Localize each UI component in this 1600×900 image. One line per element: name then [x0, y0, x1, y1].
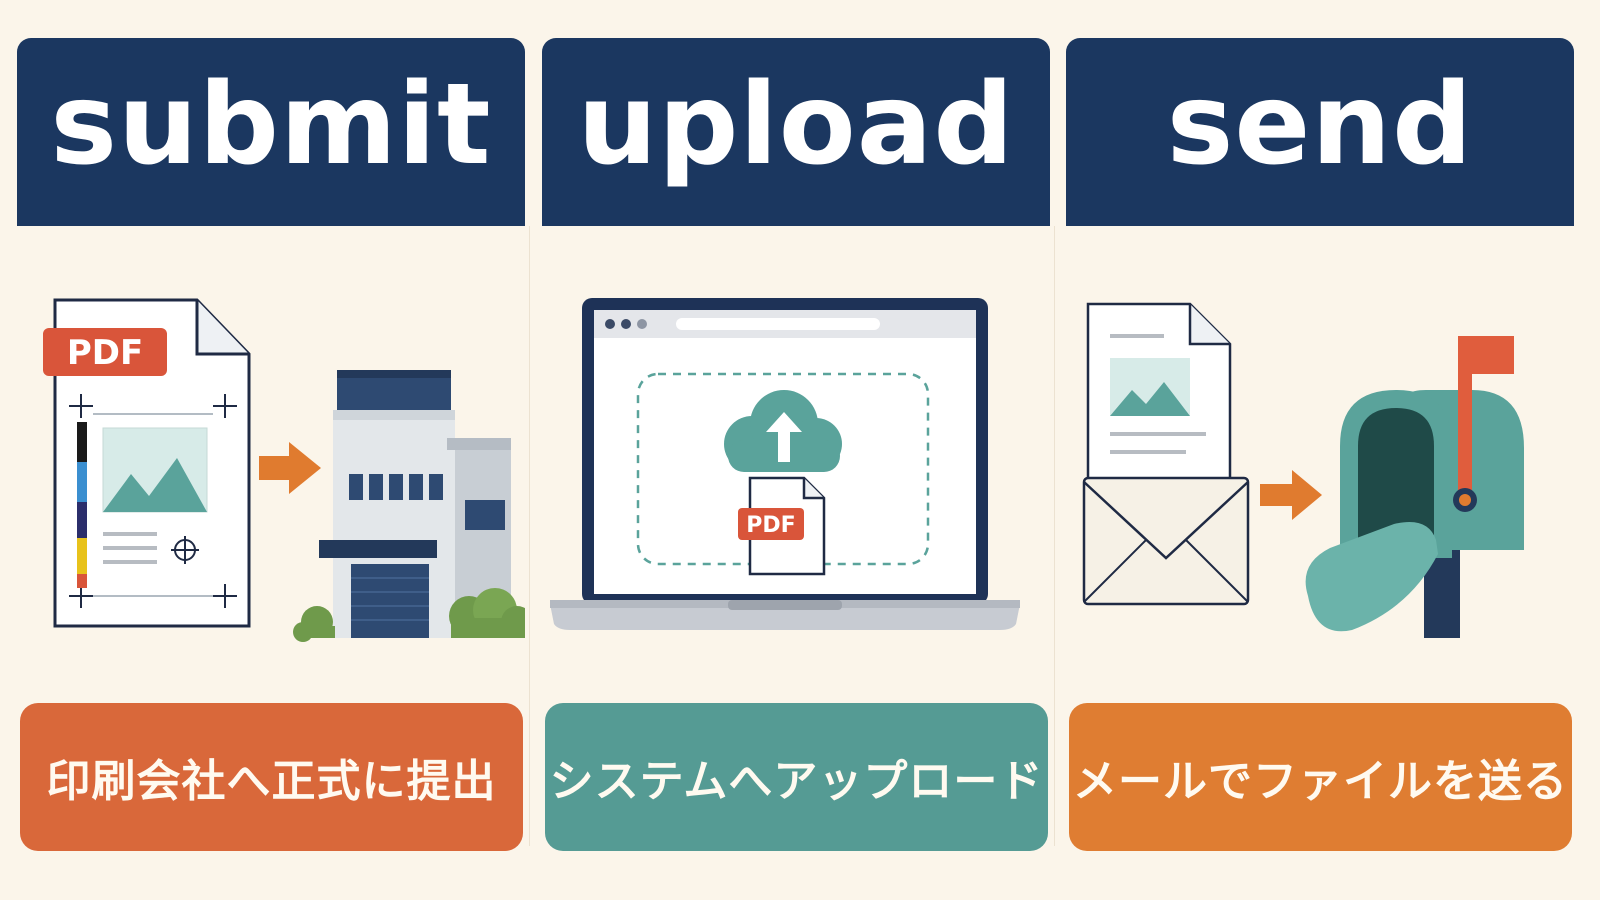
arrow-right-icon — [1260, 470, 1322, 520]
submit-title: submit — [50, 60, 492, 190]
send-header: send — [1066, 38, 1574, 226]
submit-header: submit — [17, 38, 525, 226]
upload-panel: upload — [542, 38, 1050, 851]
svg-text:PDF: PDF — [67, 333, 143, 373]
divider — [1054, 226, 1055, 846]
upload-header: upload — [542, 38, 1050, 226]
send-caption: メールでファイルを送る — [1073, 756, 1568, 807]
divider — [529, 226, 530, 846]
send-illustration — [1066, 278, 1574, 678]
send-panel: send — [1066, 38, 1574, 851]
submit-caption: 印刷会社へ正式に提出 — [46, 756, 497, 807]
upload-title: upload — [577, 60, 1015, 190]
send-title: send — [1166, 60, 1474, 190]
cloud-upload-icon — [724, 390, 842, 472]
document-icon — [1086, 302, 1232, 494]
pdf-document-icon — [53, 298, 251, 628]
office-building-icon — [293, 370, 525, 642]
upload-caption-box: システムへアップロード — [545, 703, 1048, 851]
envelope-icon — [1082, 476, 1250, 606]
svg-text:PDF: PDF — [746, 513, 795, 538]
send-caption-box: メールでファイルを送る — [1069, 703, 1572, 851]
pdf-badge: PDF — [43, 328, 167, 376]
upload-illustration: PDF — [542, 278, 1050, 678]
submit-illustration: PDF — [17, 278, 525, 678]
submit-caption-box: 印刷会社へ正式に提出 — [20, 703, 523, 851]
mailbox-icon — [1305, 336, 1524, 638]
arrow-right-icon — [259, 442, 321, 494]
pdf-document-icon: PDF — [738, 476, 826, 576]
upload-caption: システムへアップロード — [549, 756, 1044, 807]
submit-panel: submit — [17, 38, 525, 851]
